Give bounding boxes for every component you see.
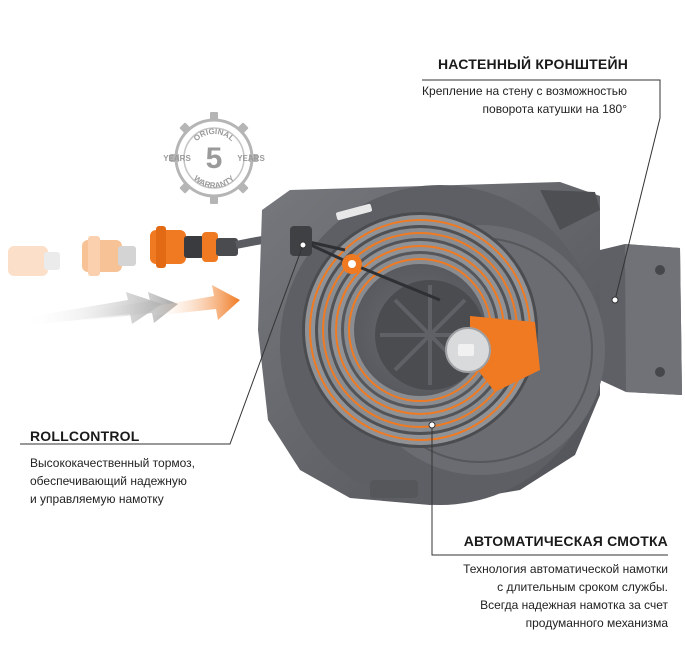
callout-bracket-title: НАСТЕННЫЙ КРОНШТЕЙН [438, 56, 629, 72]
badge-left-word: YEARS [163, 154, 191, 163]
arrow-icon [150, 285, 240, 320]
arrow-icon [70, 292, 178, 323]
hose-drum-cutaway [290, 203, 540, 448]
callout-rollcontrol-title: ROLLCONTROL [30, 428, 140, 444]
callout-rollcontrol-line: и управляемую намотку [30, 492, 164, 506]
callout-rollcontrol-line: Высококачественный тормоз, [30, 456, 196, 470]
hose-connector-ghost [82, 236, 136, 276]
leader-line-bracket [422, 79, 661, 301]
callout-auto-rewind-line: Всегда надежная намотка за счет [480, 598, 668, 612]
badge-right-word: YEARS [237, 154, 265, 163]
callout-auto-rewind-line: продуманного механизма [525, 616, 668, 630]
wall-bracket [600, 244, 682, 395]
leader-line-auto-rewind [431, 425, 668, 556]
callout-auto-rewind-line: Технология автоматической намотки [463, 562, 668, 576]
callout-rollcontrol-line: обеспечивающий надежную [30, 474, 187, 488]
callout-bracket-line: Крепление на стену с возможностью [422, 84, 627, 98]
arrow-icon [22, 292, 162, 326]
leader-line-rollcontrol [20, 244, 304, 445]
callout-auto-rewind-title: АВТОМАТИЧЕСКАЯ СМОТКА [463, 533, 668, 549]
badge-number: 5 [206, 142, 223, 175]
hose-connector-ghost [8, 246, 60, 276]
callout-auto-rewind-line: с длительным сроком службы. [497, 580, 668, 594]
warranty-badge-icon: ORIGINAL WARRANTY 5 YEARS YEARS [163, 112, 265, 204]
callout-bracket-line: поворота катушки на 180° [482, 102, 627, 116]
leader-lines [20, 79, 668, 556]
motion-arrows [22, 285, 240, 326]
callout-bracket-text: Крепление на стену с возможностью поворо… [422, 82, 627, 118]
callout-rollcontrol-text: Высококачественный тормоз, обеспечивающи… [30, 454, 195, 508]
callout-auto-rewind-text: Технология автоматической намотки с длит… [463, 560, 668, 632]
